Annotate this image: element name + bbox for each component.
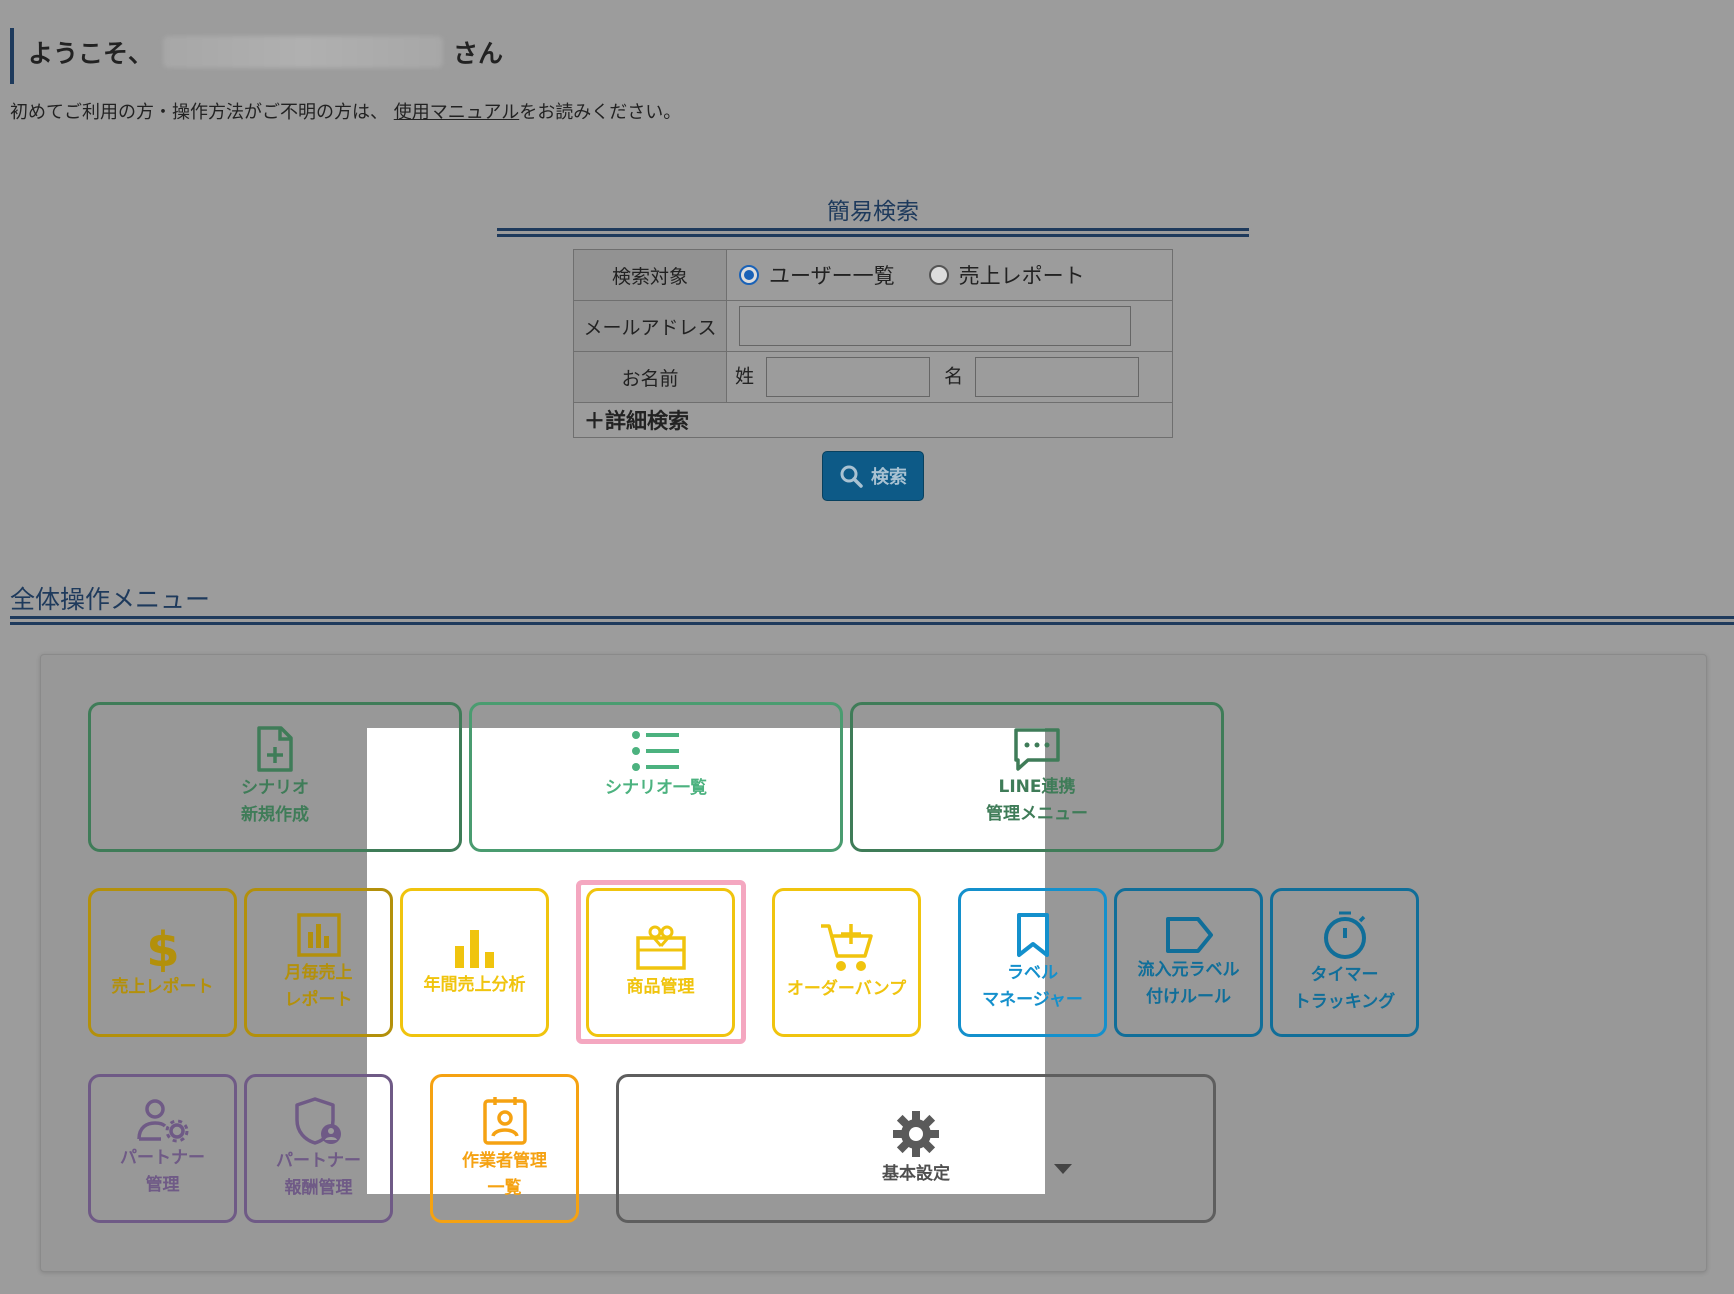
- tile-scenario-list[interactable]: シナリオ一覧: [469, 702, 843, 852]
- email-label: メールアドレス: [573, 300, 727, 352]
- welcome-accent-bar: [10, 28, 14, 84]
- tile-label: シナリオ一覧: [605, 778, 707, 798]
- tile-scenario-new[interactable]: シナリオ 新規作成: [88, 702, 462, 852]
- manual-link[interactable]: 使用マニュアル: [393, 102, 520, 123]
- tile-label-manager[interactable]: ラベル マネージャー: [958, 888, 1107, 1037]
- gift-box-icon: [635, 925, 686, 970]
- quick-search-rule: [497, 228, 1249, 231]
- tile-label: タイマー トラッキング: [1293, 964, 1396, 1012]
- welcome-prefix: ようこそ、: [28, 39, 154, 68]
- first-name-input[interactable]: [975, 357, 1140, 397]
- tile-label: 年間売上分析: [423, 975, 526, 995]
- tile-sales-report[interactable]: $ 売上レポート: [88, 888, 237, 1037]
- tile-partner-rewards[interactable]: パートナー 報酬管理: [244, 1074, 393, 1223]
- tile-label: パートナー 報酬管理: [276, 1150, 361, 1198]
- dollar-icon: $: [147, 924, 179, 972]
- stopwatch-icon: [1323, 911, 1366, 959]
- radio-user-list-label[interactable]: ユーザー一覧: [769, 264, 895, 288]
- bar-box-icon: [296, 912, 341, 957]
- last-name-label: 姓: [735, 365, 755, 388]
- first-name-label: 名: [944, 365, 964, 388]
- spotlight-overlay: [367, 728, 1045, 1194]
- tile-label: 月毎売上 レポート: [284, 962, 353, 1010]
- tile-source-label-rules[interactable]: 流入元ラベル 付けルール: [1114, 888, 1263, 1037]
- search-target-label: 検索対象: [573, 249, 727, 301]
- tile-monthly-sales[interactable]: 月毎売上 レポート: [244, 888, 393, 1037]
- search-button[interactable]: 検索: [822, 451, 924, 501]
- blurred-user-name: [163, 36, 444, 68]
- radio-sales-report[interactable]: [928, 265, 949, 285]
- tile-worker-list[interactable]: 作業者管理 一覧: [430, 1074, 579, 1223]
- intro-text: 初めてご利用の方・操作方法がご不明の方は、 使用マニュアルをお読みください。: [10, 98, 681, 124]
- tile-order-bump[interactable]: オーダーバンプ: [772, 888, 921, 1037]
- gear-icon: [893, 1111, 939, 1157]
- tile-label: 作業者管理 一覧: [462, 1150, 547, 1198]
- tile-label: 商品管理: [626, 977, 695, 997]
- email-input[interactable]: [739, 306, 1131, 346]
- advanced-search-row: ＋詳細検索: [573, 402, 1173, 438]
- menu-title: 全体操作メニュー: [10, 585, 211, 614]
- svg-text:$: $: [147, 924, 179, 972]
- search-target-options: ユーザー一覧 売上レポート: [726, 249, 1173, 301]
- tile-label: ラベル マネージャー: [982, 962, 1083, 1010]
- intro-text-before: 初めてご利用の方・操作方法がご不明の方は、: [10, 102, 394, 123]
- user-gear-icon: [136, 1098, 188, 1142]
- intro-text-after: をお読みください。: [519, 102, 682, 123]
- shield-user-icon: [294, 1096, 341, 1145]
- tile-product-management[interactable]: 商品管理: [586, 888, 735, 1037]
- radio-user-list[interactable]: [739, 265, 759, 285]
- tile-basic-settings[interactable]: 基本設定: [616, 1074, 1216, 1223]
- cart-plus-icon: [820, 924, 873, 971]
- radio-sales-report-label[interactable]: 売上レポート: [958, 264, 1085, 288]
- tile-label: 流入元ラベル 付けルール: [1137, 959, 1240, 1007]
- menu-rule: [10, 616, 1734, 619]
- quick-search-title: 簡易検索: [827, 199, 919, 225]
- name-label: お名前: [573, 351, 727, 403]
- welcome-heading: ようこそ、 さん: [28, 34, 503, 70]
- tile-label: オーダーバンプ: [786, 979, 907, 999]
- advanced-search-toggle[interactable]: ＋詳細検索: [584, 409, 689, 433]
- tile-annual-analysis[interactable]: 年間売上分析: [400, 888, 549, 1037]
- list-icon: [632, 731, 679, 771]
- search-button-label: 検索: [871, 467, 907, 488]
- welcome-suffix: さん: [453, 39, 504, 68]
- tile-label: LINE連携 管理メニュー: [986, 777, 1088, 824]
- last-name-input[interactable]: [766, 357, 931, 397]
- tile-label: パートナー 管理: [120, 1147, 205, 1195]
- tile-partner-management[interactable]: パートナー 管理: [88, 1074, 237, 1223]
- name-cell: 姓 名: [726, 351, 1173, 403]
- id-badge-icon: [482, 1096, 527, 1145]
- tile-line-menu[interactable]: LINE連携 管理メニュー: [850, 702, 1224, 852]
- tile-label: 基本設定: [882, 1164, 950, 1184]
- email-cell: [726, 300, 1173, 352]
- chevron-down-icon[interactable]: [1054, 1164, 1072, 1174]
- bar-chart-icon: [454, 930, 494, 968]
- bookmark-icon: [1016, 912, 1049, 957]
- tile-label: シナリオ 新規作成: [241, 778, 309, 825]
- tile-timer-tracking[interactable]: タイマー トラッキング: [1270, 888, 1419, 1037]
- highlight-frame: [576, 880, 746, 1044]
- tile-label: 売上レポート: [111, 977, 214, 997]
- tag-icon: [1165, 916, 1213, 953]
- file-plus-icon: [257, 726, 293, 772]
- quick-search-table: 検索対象 ユーザー一覧 売上レポート メールアドレス お名前 姓 名 ＋詳細検索: [573, 249, 1173, 438]
- search-icon: [840, 465, 863, 488]
- chat-icon: [1014, 728, 1060, 771]
